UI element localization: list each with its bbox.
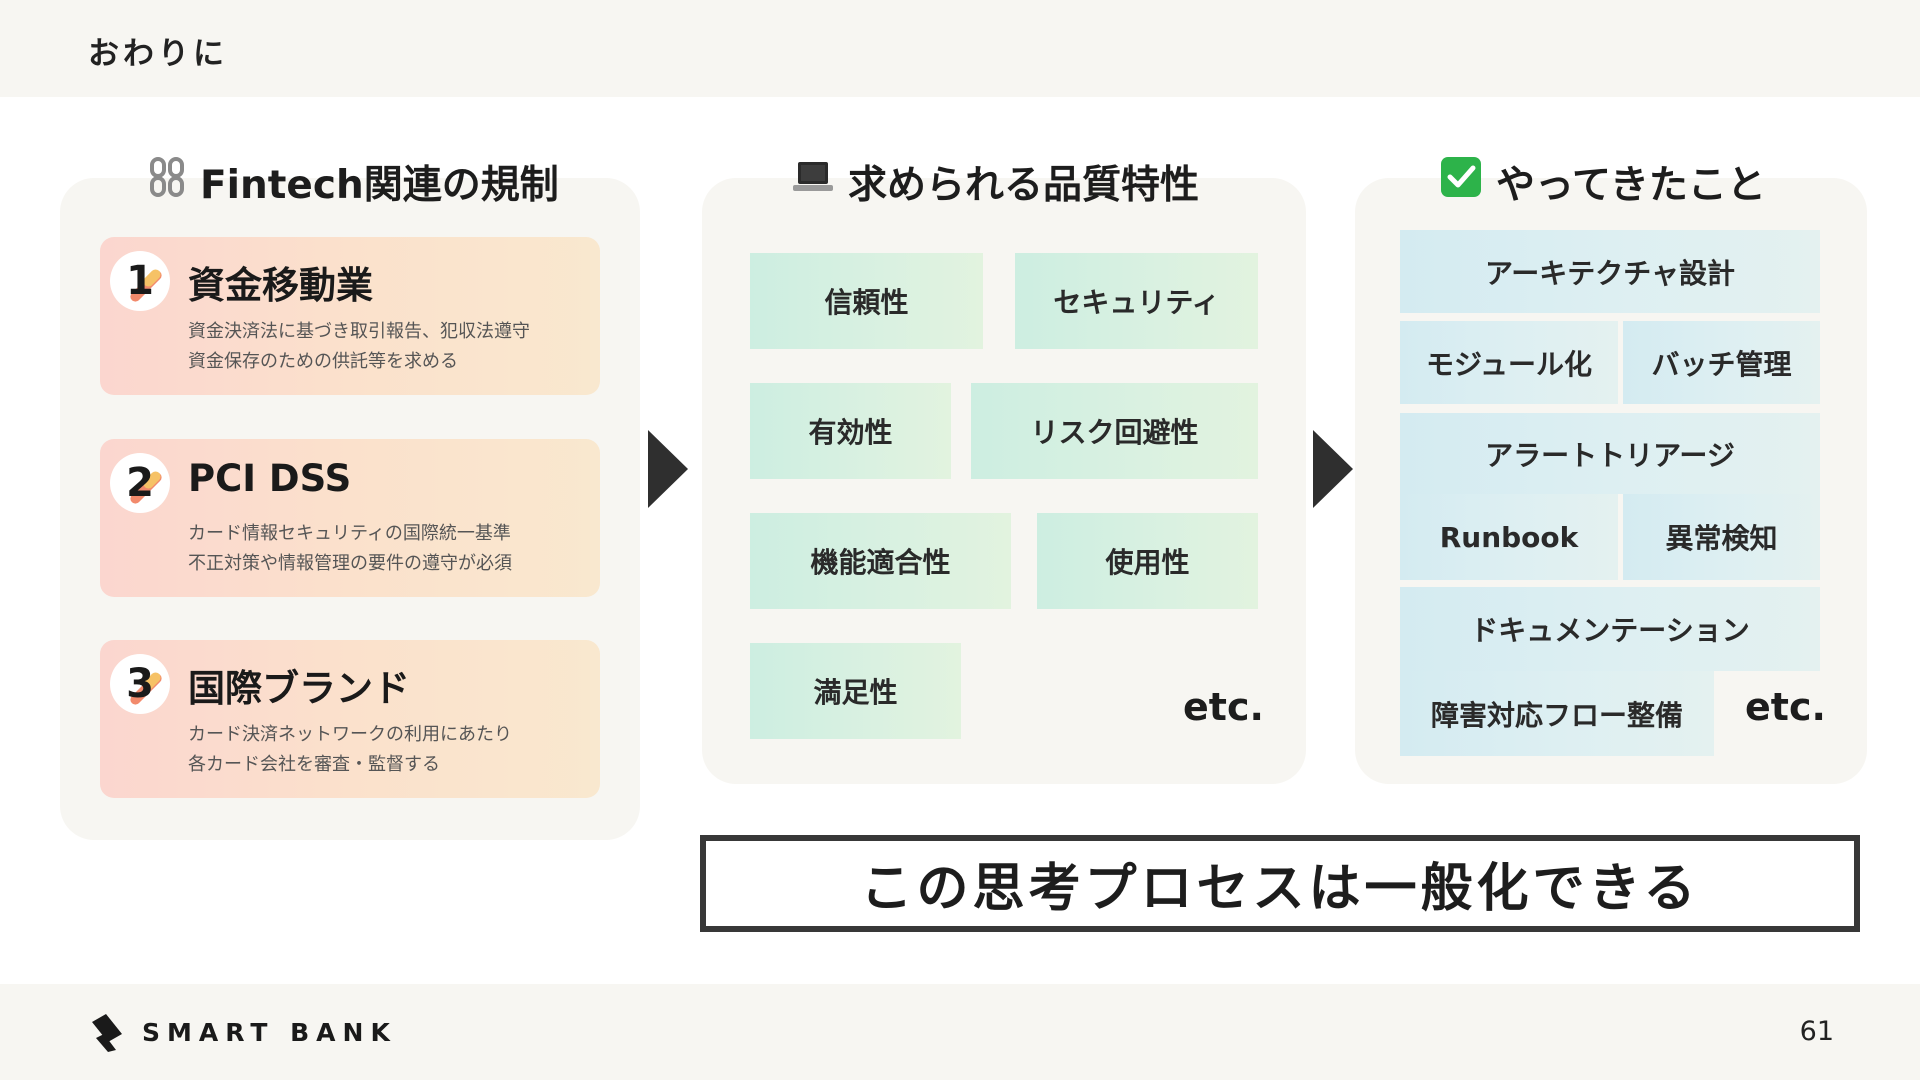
slide-header: おわりに <box>0 0 1920 97</box>
work-item: アラートトリアージ <box>1400 413 1820 494</box>
regulation-description: カード決済ネットワークの利用にあたり 各カード会社を審査・監督する <box>188 724 512 775</box>
quality-etc: etc. <box>1183 685 1264 729</box>
work-item: ドキュメンテーション <box>1400 587 1820 671</box>
work-item: バッチ管理 <box>1623 321 1820 404</box>
smartbank-logo: SMART BANK <box>90 1012 397 1052</box>
page-number: 61 <box>1799 1016 1834 1047</box>
work-item: モジュール化 <box>1400 321 1618 404</box>
laptop-icon <box>792 159 834 205</box>
regulation-title: PCI DSS <box>188 457 352 500</box>
work-etc: etc. <box>1745 685 1826 729</box>
section-title: おわりに <box>88 36 228 72</box>
quality-item: 有効性 <box>750 383 951 479</box>
quality-item: 信頼性 <box>750 253 983 349</box>
number-badge: 3 <box>110 654 170 714</box>
number-badge: 2 <box>110 453 170 513</box>
chain-icon <box>148 156 186 208</box>
quality-item: リスク回避性 <box>971 383 1258 479</box>
flow-arrow-2 <box>1313 430 1353 508</box>
check-mark-icon <box>1440 156 1482 208</box>
regulation-description: カード情報セキュリティの国際統一基準 不正対策や情報管理の要件の遵守が必須 <box>188 523 512 574</box>
work-title-text: やってきたこと <box>1496 163 1766 208</box>
brand-name: SMART BANK <box>142 1017 397 1047</box>
work-item: Runbook <box>1400 494 1618 580</box>
work-item: アーキテクチャ設計 <box>1400 230 1820 313</box>
smartbank-logo-icon <box>92 1014 122 1052</box>
quality-title-text: 求められる品質特性 <box>848 163 1200 208</box>
regulations-title: Fintech関連の規制 <box>148 154 559 210</box>
quality-item: セキュリティ <box>1015 253 1258 349</box>
quality-item: 満足性 <box>750 643 961 739</box>
number-badge: 1 <box>110 251 170 311</box>
flow-arrow-1 <box>648 430 688 508</box>
regulation-title: 資金移動業 <box>188 264 373 307</box>
regulation-card-3: 3 国際ブランド カード決済ネットワークの利用にあたり 各カード会社を審査・監督… <box>100 640 600 798</box>
work-item: 障害対応フロー整備 <box>1400 671 1714 756</box>
quality-title: 求められる品質特性 <box>792 154 1199 210</box>
slide-footer <box>0 984 1920 1080</box>
conclusion-box: この思考プロセスは一般化できる <box>700 835 1860 932</box>
work-item: 異常検知 <box>1623 494 1820 580</box>
regulations-title-text: Fintech関連の規制 <box>200 163 559 208</box>
quality-item: 機能適合性 <box>750 513 1011 609</box>
regulation-card-2: 2 PCI DSS カード情報セキュリティの国際統一基準 不正対策や情報管理の要… <box>100 439 600 597</box>
quality-item: 使用性 <box>1037 513 1258 609</box>
regulation-description: 資金決済法に基づき取引報告、犯収法遵守 資金保存のための供託等を求める <box>188 321 530 372</box>
work-title: やってきたこと <box>1440 154 1766 210</box>
regulation-title: 国際ブランド <box>188 667 410 710</box>
regulation-card-1: 1 資金移動業 資金決済法に基づき取引報告、犯収法遵守 資金保存のための供託等を… <box>100 237 600 395</box>
